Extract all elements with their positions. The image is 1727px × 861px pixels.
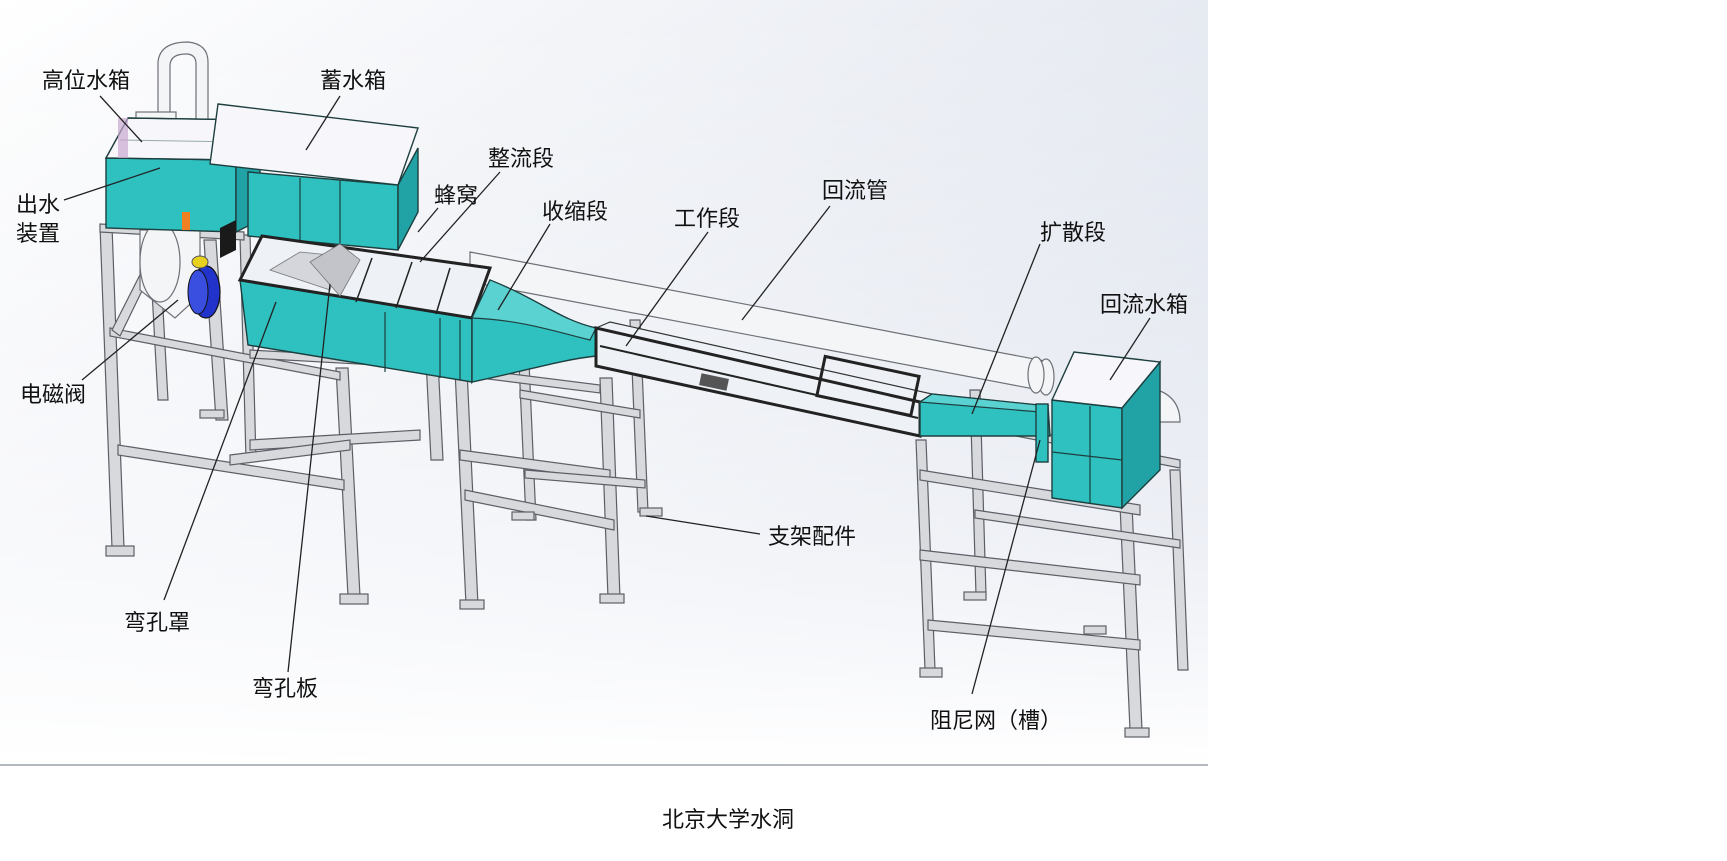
label-return-pipe: 回流管 [822, 179, 888, 204]
label-test-section: 工作段 [674, 207, 740, 232]
label-diffuser: 扩散段 [1040, 221, 1106, 246]
support-frames [99, 223, 1189, 738]
leader-lines [63, 95, 1151, 695]
storage-tank [209, 103, 419, 251]
label-bend-cover: 弯孔罩 [124, 611, 190, 636]
label-return-tank: 回流水箱 [1100, 293, 1188, 318]
label-honeycomb: 蜂窝 [434, 184, 478, 209]
label-bend-plate: 弯孔板 [252, 677, 318, 702]
label-outlet-line1: 出水 [16, 193, 60, 218]
label-settling: 整流段 [488, 147, 554, 172]
label-contraction: 收缩段 [542, 200, 608, 225]
solenoid-valve [187, 220, 236, 319]
middle-support-frame [454, 319, 663, 610]
figure-caption: 北京大学水洞 [662, 808, 794, 833]
settling-chamber [237, 234, 493, 385]
label-support: 支架配件 [768, 525, 856, 550]
label-solenoid-valve: 电磁阀 [20, 383, 86, 408]
label-damping-screen: 阻尼网（槽） [930, 709, 1062, 734]
label-storage-tank: 蓄水箱 [320, 69, 386, 94]
diffuser-section [918, 393, 1051, 463]
label-outlet-line2: 装置 [16, 222, 60, 247]
return-tank [1050, 351, 1162, 510]
label-high-tank: 高位水箱 [42, 69, 130, 94]
